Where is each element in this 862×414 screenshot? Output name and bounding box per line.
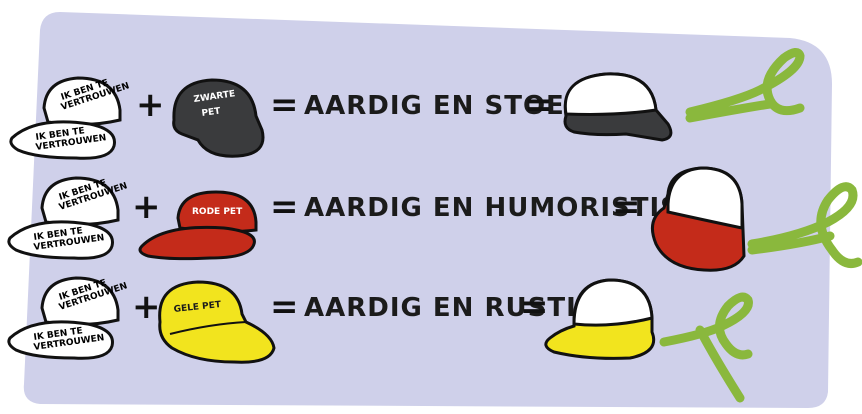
equals-sign-3a: =: [270, 287, 299, 327]
row-2: IK BEN TE VERTROUWEN IK BEN TE VERTROUWE…: [7, 166, 862, 272]
white-cap-1: IK BEN TE VERTROUWEN IK BEN TE VERTROUWE…: [9, 76, 131, 160]
equals-sign-2b: =: [612, 187, 641, 227]
equals-sign-1a: =: [270, 85, 299, 125]
equals-sign-3b: =: [520, 287, 549, 327]
result-cap-2: [650, 166, 746, 272]
colored-cap-label-2: RODE PET: [192, 207, 243, 217]
plus-sign-1: +: [136, 85, 165, 125]
result-cap-1: [563, 72, 673, 142]
plus-sign-3: +: [132, 287, 161, 327]
result-label-1: AARDIG EN STOER: [304, 91, 586, 121]
row-3: IK BEN TE VERTROUWEN IK BEN TE VERTROUWE…: [7, 276, 753, 403]
colored-cap-label-1b: PET: [201, 106, 222, 119]
green-ribbon-1: [685, 48, 805, 123]
green-ribbon-3: [659, 292, 753, 403]
white-cap-2: IK BEN TE VERTROUWEN IK BEN TE VERTROUWE…: [7, 176, 129, 260]
green-ribbon-2: [747, 182, 862, 268]
colored-cap-2: RODE PET: [138, 190, 258, 261]
colored-cap-1: ZWARTE PET: [172, 78, 265, 158]
equals-sign-1b: =: [524, 85, 553, 125]
equals-sign-2a: =: [270, 187, 299, 227]
result-label-2: AARDIG EN HUMORISTISCH: [304, 193, 723, 223]
result-label-3: AARDIG EN RUSTIG: [304, 293, 599, 323]
white-cap-3: IK BEN TE VERTROUWEN IK BEN TE VERTROUWE…: [7, 276, 129, 360]
result-cap-3: [544, 278, 656, 360]
plus-sign-2: +: [132, 187, 161, 227]
colored-cap-3: GELE PET: [158, 280, 276, 364]
